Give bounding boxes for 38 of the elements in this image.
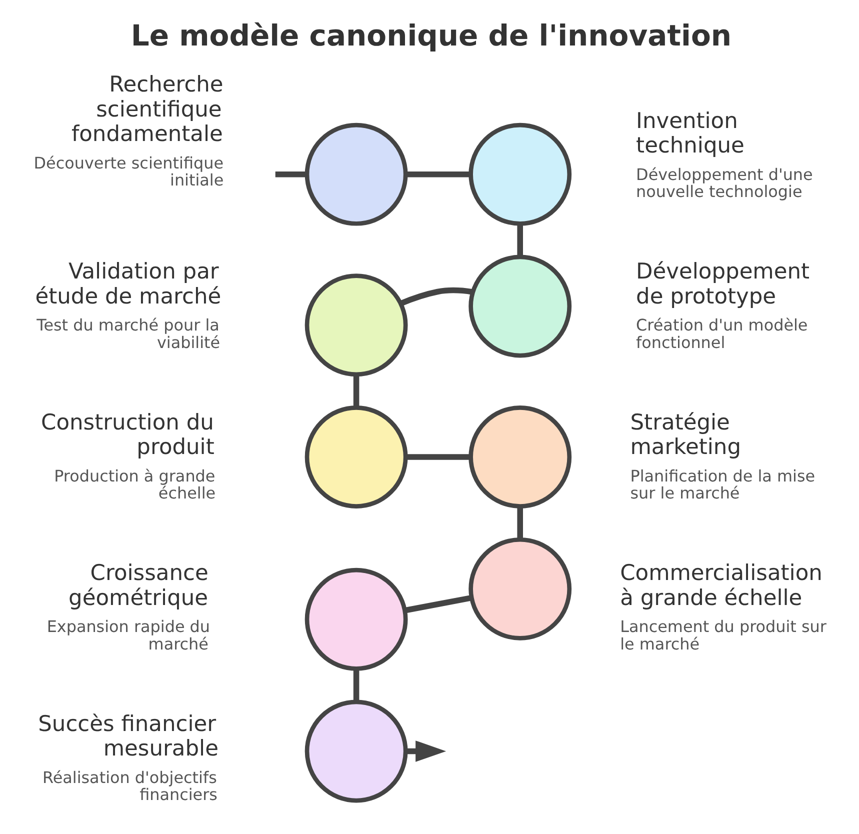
- node-label: Développement d'une nouvelle technologie: [636, 164, 813, 201]
- node-label: Construction du produit: [41, 410, 214, 460]
- node-label: Création d'un modèle fonctionnel: [636, 315, 808, 352]
- node-label: Commercialisation à grande échelle: [620, 560, 822, 610]
- node-label: Stratégie marketing: [630, 410, 742, 460]
- node-circle: [304, 405, 408, 508]
- connector: [275, 170, 307, 177]
- connector: [406, 170, 471, 177]
- node-label: Invention technique: [636, 108, 744, 158]
- node-circle: [304, 567, 408, 670]
- connector: [353, 374, 360, 408]
- node-label: Recherche scientifique fondamentale: [71, 72, 224, 147]
- node-circle: [304, 273, 408, 376]
- node-label: Production à grande échelle: [54, 466, 216, 502]
- connector: [404, 594, 472, 613]
- node-circle: [468, 405, 572, 508]
- node-label: Succès financier mesurable: [38, 711, 218, 762]
- node-label: Lancement du produit sur le marché: [620, 616, 826, 653]
- node-circle: [304, 122, 408, 226]
- connector: [517, 223, 523, 256]
- connector: [353, 668, 360, 702]
- node-label: Test du marché pour la viabilité: [36, 315, 220, 352]
- connector: [517, 506, 523, 539]
- node-label: Découverte scientifique initiale: [34, 152, 224, 190]
- diagram-title: Le modèle canonique de l'innovation: [130, 18, 732, 52]
- connector: [406, 454, 471, 460]
- node-label: Planification de la mise sur le marché: [630, 466, 816, 502]
- node-label: Expansion rapide du marché: [46, 616, 210, 653]
- node-label: Croissance géométrique: [68, 560, 208, 610]
- node-circle: [468, 122, 572, 226]
- node-label: Validation par étude de marché: [35, 259, 222, 309]
- node-circle: [304, 699, 408, 802]
- node-label: Développement de prototype: [636, 259, 810, 309]
- node-circle: [468, 536, 572, 640]
- node-label: Réalisation d'objectifs financiers: [42, 767, 218, 804]
- arrow: [406, 740, 446, 762]
- connector: [400, 286, 474, 306]
- node-circle: [468, 254, 572, 358]
